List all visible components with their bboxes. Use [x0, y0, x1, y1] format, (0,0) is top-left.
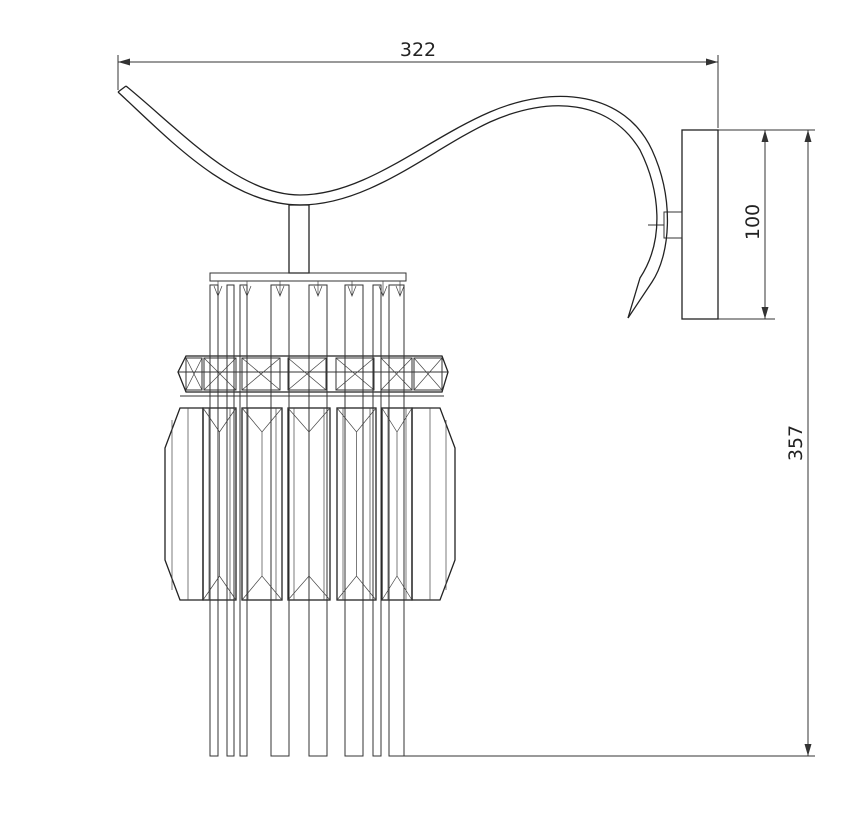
top-hook-icon — [275, 281, 285, 297]
band-crystal-facet — [241, 357, 281, 391]
crystal-band — [177, 355, 449, 397]
crystal-prism — [202, 407, 237, 601]
width-dimension: 322 — [117, 39, 719, 128]
hanging-rod — [344, 284, 364, 757]
crystal-prism — [381, 407, 413, 601]
hanging-rod — [308, 284, 328, 757]
width-dimension-label: 322 — [400, 39, 436, 61]
curved-arm — [117, 85, 669, 319]
total-arrow-bottom-icon — [804, 744, 812, 756]
wall-plate — [681, 129, 719, 320]
top-hook-icon — [378, 281, 388, 297]
down-rod — [288, 204, 310, 274]
band-crystal-facet — [203, 357, 237, 391]
wall-mount-plate — [648, 129, 719, 320]
hanging-rod — [372, 284, 382, 757]
band-crystal-cell — [241, 357, 281, 391]
top-ring-bar — [209, 272, 407, 282]
band-crystal-cell — [203, 357, 237, 391]
hanging-rods — [209, 284, 405, 757]
bracket-height-label: 100 — [742, 204, 764, 240]
width-arrow-right-icon — [706, 58, 718, 66]
total-arrow-top-icon — [804, 130, 812, 142]
hanging-rod — [209, 284, 219, 757]
total-height-label: 357 — [785, 425, 807, 461]
top-hooks — [213, 281, 405, 297]
band-crystals — [185, 357, 443, 391]
band-crystal-facet — [185, 357, 203, 391]
top-hook-icon — [395, 281, 405, 297]
hanging-rod — [226, 284, 235, 757]
band-crystal-facet — [380, 357, 413, 391]
crystal-prism — [336, 407, 377, 601]
band-crystal-facet — [335, 357, 375, 391]
arm-outer-curve — [117, 91, 658, 319]
total-height-dimension: 357 — [404, 129, 815, 757]
band-crystal-cell — [335, 357, 375, 391]
top-ring — [209, 272, 407, 297]
crystal-prism-right — [411, 407, 456, 601]
crystal-prism-facet — [241, 407, 283, 601]
crystal-prism-left — [164, 407, 204, 601]
bracket-height-dimension: 100 — [718, 129, 785, 320]
width-arrow-left-icon — [118, 58, 130, 66]
crystal-prism-facet — [381, 407, 413, 601]
arm-tip — [117, 85, 127, 93]
bracket-arrow-top-icon — [761, 130, 769, 142]
band-crystal-cell — [185, 357, 203, 391]
down-rod-body — [288, 204, 310, 274]
crystal-prisms — [164, 407, 456, 601]
band-crystal-cell — [287, 357, 327, 391]
hanging-rod — [270, 284, 290, 757]
hanging-rod — [388, 284, 405, 757]
crystal-prism-facet — [202, 407, 237, 601]
arm-inner-curve — [125, 85, 669, 319]
band-crystal-facet — [413, 357, 443, 391]
band-crystal-cell — [413, 357, 443, 391]
top-hook-icon — [313, 281, 323, 297]
bracket-arrow-bottom-icon — [761, 307, 769, 319]
band-crystal-facet — [287, 357, 327, 391]
crystal-prism — [241, 407, 283, 601]
crystal-prism-facet — [336, 407, 377, 601]
top-hook-icon — [347, 281, 357, 297]
crystal-prism-left-facet — [171, 408, 189, 600]
crystal-prism-right-facet — [429, 408, 447, 600]
hanging-rod — [239, 284, 248, 757]
